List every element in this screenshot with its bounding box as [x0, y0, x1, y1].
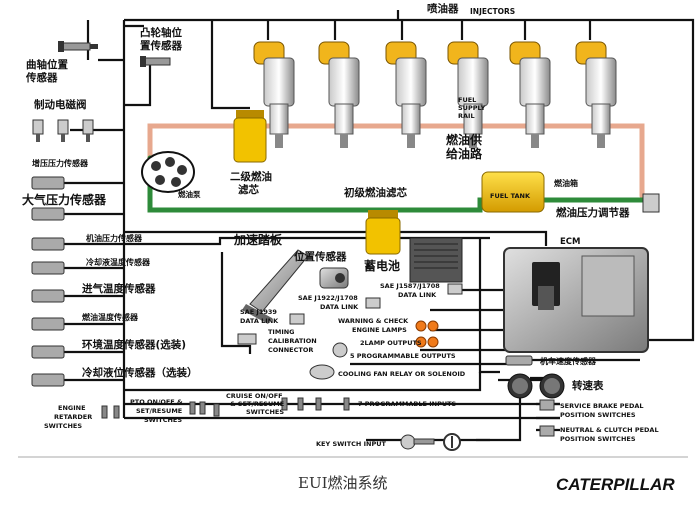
brake-solenoid-label: 制动电磁阀 [34, 98, 87, 111]
cruise-switches-label-1: CRUISE ON/OFF [226, 392, 283, 400]
service-brake-label-1: SERVICE BRAKE PEDAL [560, 402, 644, 410]
injector-3 [385, 41, 427, 148]
prog-outputs-label: 5 PROGRAMMABLE OUTPUTS [350, 352, 456, 360]
tachometer [507, 373, 565, 399]
secondary-filter-label-1: 二级燃油 [230, 170, 272, 183]
data-link-connectors [289, 283, 463, 325]
tachometer-label: 转速表 [572, 379, 604, 392]
secondary-filter [233, 110, 267, 163]
accelerator-pedal [242, 249, 309, 324]
sae-j1939-label-1: SAE J1939 [240, 308, 277, 316]
fuel-tank [481, 171, 545, 213]
vehicle-speed-sensor-label: 机车速度传感器 [540, 356, 597, 366]
cruise-switches-label-3: SWITCHES [246, 408, 284, 416]
battery-label: 蓄电池 [364, 258, 400, 273]
timing-connector-label-1: TIMING [268, 328, 295, 336]
fuel-tank-en-label: FUEL TANK [490, 192, 531, 200]
crank-sensor-label-1: 曲轴位置 [26, 58, 68, 71]
boost-sensor-label: 增压压力传感器 [32, 158, 89, 168]
battery [409, 237, 463, 283]
pedal-switches [539, 399, 555, 437]
sae-j1587-label-2: DATA LINK [398, 291, 437, 299]
accel-pedal-label: 加速踏板 [233, 232, 283, 247]
secondary-filter-label-2: 滤芯 [238, 183, 259, 196]
sae-j1922-label-1: SAE J1922/J1708 [298, 294, 358, 302]
warning-lamps-label-1: WARNING & CHECK [338, 317, 409, 325]
injector-4 [447, 41, 489, 148]
pto-switches-label-1: PTO ON/OFF & [130, 398, 183, 406]
toggle-switches [101, 397, 350, 419]
coolant-level-sensor-label: 冷却液位传感器（选装） [82, 366, 198, 379]
atm-sensor-label: 大气压力传感器 [22, 192, 107, 207]
fuel-pump [141, 151, 195, 193]
ecm-label: ECM [560, 237, 581, 247]
fuel-temp-sensor-label: 燃油温度传感器 [82, 312, 139, 322]
oil-pressure-sensor-label: 机油压力传感器 [86, 233, 143, 243]
coolant-temp-sensor-label: 冷却液温度传感器 [86, 257, 151, 267]
position-sensor [319, 267, 349, 289]
ecm [503, 247, 649, 353]
pto-switches-label-3: SWITCHES [144, 416, 182, 424]
fuel-supply-rail-cn-1: 燃油供 [446, 132, 482, 147]
fuel-pressure-regulator-label: 燃油压力调节器 [556, 206, 630, 219]
wiring [62, 10, 695, 442]
pto-switches-label-2: SET/RESUME [136, 407, 182, 415]
cruise-switches-label-2: & SET/RESUME [230, 400, 284, 408]
fuel-return-rail [147, 123, 645, 199]
injector-6 [575, 41, 617, 148]
prog-inputs-label: 7 PROGRAMMABLE INPUTS [358, 400, 457, 408]
primary-filter [365, 210, 401, 255]
cam-sensor-label-2: 置传感器 [140, 39, 182, 52]
crank-sensor-label-2: 传感器 [25, 71, 58, 84]
fuel-supply-rail-cn-2: 给油路 [446, 146, 483, 161]
ambient-temp-sensor-label: 环境温度传感器(选装) [82, 338, 186, 351]
brake-solenoid-valves [32, 119, 94, 142]
injectors-en-label: INJECTORS [470, 7, 515, 16]
intake-temp-sensor-label: 进气温度传感器 [82, 282, 156, 295]
engine-retarder-label-2: RETARDER [54, 413, 92, 421]
warning-lamps [415, 320, 439, 348]
timing-connector [237, 333, 257, 345]
cooling-fan-label: COOLING FAN RELAY OR SOLENOID [338, 370, 466, 378]
injector-5 [509, 41, 551, 148]
cooling-fan [309, 364, 335, 380]
injectors [253, 41, 617, 148]
cam-sensor [140, 56, 171, 67]
service-brake-label-2: POSITION SWITCHES [560, 411, 636, 419]
position-sensor-label: 位置传感器 [294, 250, 347, 263]
timing-connector-label-3: CONNECTOR [268, 346, 313, 354]
sensor-connectors [31, 176, 65, 387]
diagram-title: EUI燃油系统 [298, 474, 388, 492]
fuel-pump-label: 燃油泵 [178, 189, 201, 199]
sae-j1587-label-1: SAE J1587/J1708 [380, 282, 440, 290]
engine-retarder-label-3: SWITCHES [44, 422, 82, 430]
fuel-pressure-regulator [642, 193, 660, 213]
vehicle-speed-sensor [505, 355, 533, 366]
injector-2 [318, 41, 360, 148]
fuel-supply-rail-en-2: SUPPLY [458, 104, 486, 112]
fuel-tank-cn-label: 燃油箱 [554, 178, 578, 188]
warning-lamps-label-2: ENGINE LAMPS [352, 326, 407, 334]
cam-sensor-label-1: 凸轮轴位 [140, 26, 182, 39]
timing-connector-label-2: CALIBRATION [268, 337, 317, 345]
primary-filter-label: 初级燃油滤芯 [344, 186, 407, 199]
sae-j1939-label-2: DATA LINK [240, 317, 279, 325]
engine-retarder-label-1: ENGINE [58, 404, 86, 412]
lamp-outputs-label: 2LAMP OUTPUTS [360, 339, 422, 347]
key-switch [400, 433, 461, 451]
injectors-cn-label: 喷油器 [427, 2, 459, 15]
neutral-clutch-label-1: NEUTRAL & CLUTCH PEDAL [560, 426, 659, 434]
prog-output-connector [332, 342, 348, 358]
key-switch-label: KEY SWITCH INPUT [316, 440, 387, 448]
fuel-supply-rail-en-1: FUEL [458, 96, 476, 104]
crank-sensor [58, 41, 98, 52]
labels: 喷油器 INJECTORS 凸轮轴位 置传感器 曲轴位置 传感器 制动电磁阀 增… [22, 2, 659, 448]
neutral-clutch-label-2: POSITION SWITCHES [560, 435, 636, 443]
injector-1 [253, 41, 295, 148]
fuel-supply-rail-en-3: RAIL [458, 112, 475, 120]
sae-j1922-label-2: DATA LINK [320, 303, 359, 311]
caterpillar-logo: CATERPILLAR [556, 475, 675, 494]
